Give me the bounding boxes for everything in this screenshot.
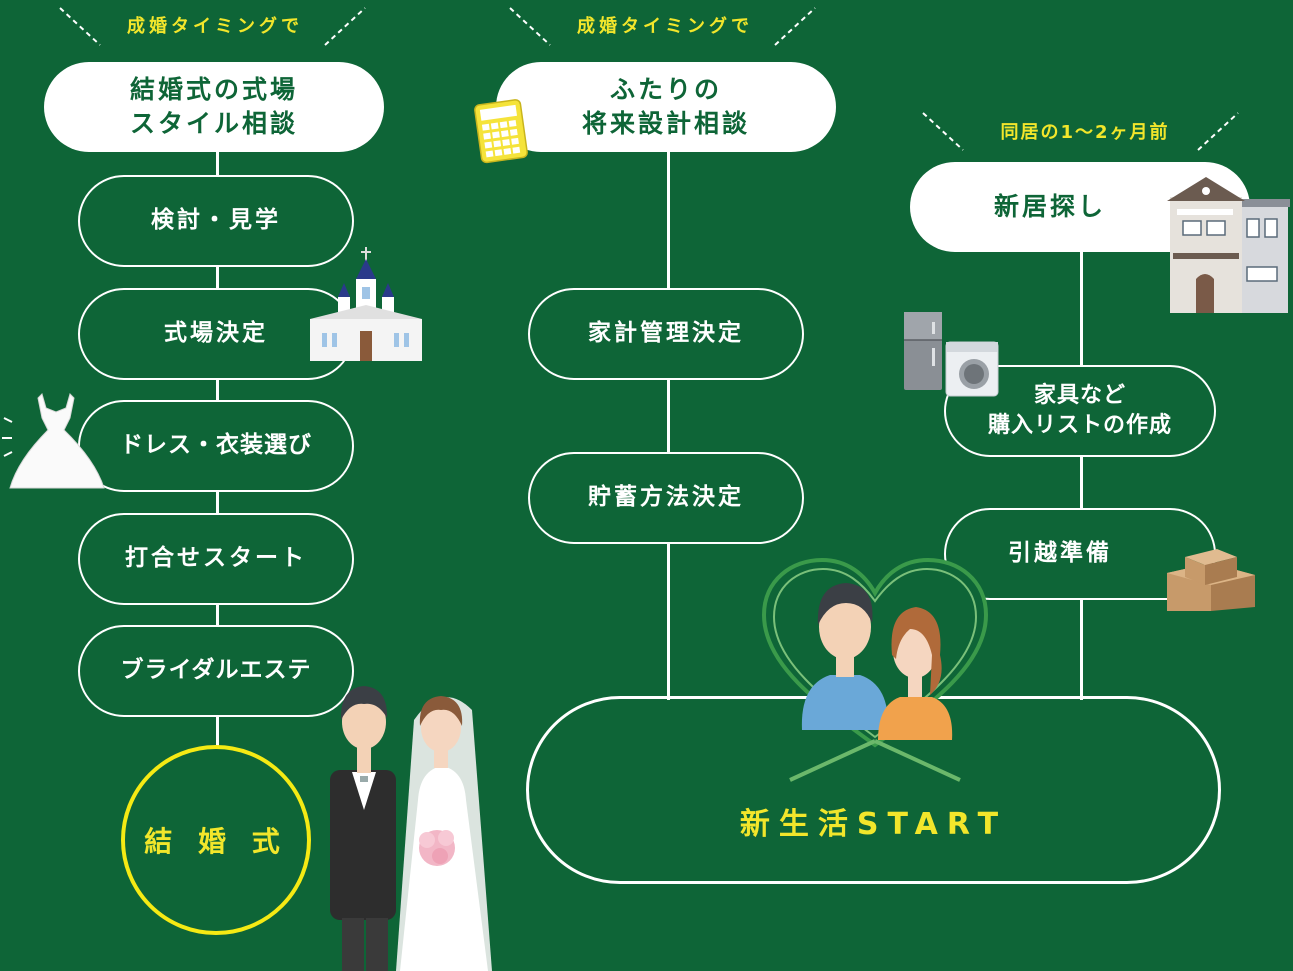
new-life-start-label: 新生活START <box>739 807 1008 842</box>
step-label: 検討・見学 <box>151 207 281 234</box>
title-line: 新居探し <box>993 192 1106 222</box>
step-meeting-start: 打合せスタート <box>78 513 354 605</box>
title-line: 将来設計相談 <box>581 109 750 138</box>
title-pill-venue-consultation: 結婚式の式場 スタイル相談 <box>44 62 384 152</box>
step-label: ブライダルエステ <box>120 657 312 684</box>
house-icon <box>1167 177 1290 313</box>
calculator-icon <box>474 99 528 164</box>
step-bridal-esthetics: ブライダルエステ <box>78 625 354 717</box>
step-label: 式場決定 <box>164 320 268 347</box>
fridge-icon <box>904 312 942 390</box>
washing-machine-icon <box>945 341 999 397</box>
step-label: 貯蓄方法決定 <box>588 484 744 511</box>
header-dash-icon <box>509 7 816 46</box>
step-dress-selection: ドレス・衣装選び <box>78 400 354 492</box>
title-line: 結婚式の式場 <box>129 75 298 105</box>
header-dash-icon <box>922 112 1239 151</box>
column-header: 成婚タイミングで <box>127 16 303 37</box>
column-header: 同居の1〜2ヶ月前 <box>1000 122 1170 143</box>
step-label: 購入リストの作成 <box>987 413 1172 438</box>
step-savings-method: 貯蓄方法決定 <box>528 452 804 544</box>
step-label: 引越準備 <box>1008 540 1112 567</box>
step-consider-visit: 検討・見学 <box>78 175 354 267</box>
wedding-goal-label: 結 婚 式 <box>144 825 288 858</box>
column-header: 成婚タイミングで <box>577 16 753 37</box>
step-venue-decision: 式場決定 <box>78 288 354 380</box>
boxes-icon <box>1167 549 1255 611</box>
title-line: ふたりの <box>609 75 722 105</box>
step-label: 家具など <box>1033 383 1126 409</box>
bride-groom-illustration <box>330 686 492 971</box>
step-label: 打合せスタート <box>125 545 307 572</box>
title-pill-future-planning: ふたりの 将来設計相談 <box>496 62 836 152</box>
step-label: 家計管理決定 <box>588 320 744 347</box>
chapel-icon <box>310 247 422 361</box>
connector-line-middle <box>667 140 670 700</box>
title-line: スタイル相談 <box>129 109 298 138</box>
connector-line-right <box>1080 240 1083 700</box>
step-label: ドレス・衣装選び <box>120 432 312 459</box>
header-dash-icon <box>59 7 366 46</box>
step-household-budget: 家計管理決定 <box>528 288 804 380</box>
couple-heart-illustration <box>761 557 989 782</box>
wedding-goal-circle: 結 婚 式 <box>121 745 311 935</box>
wedding-dress-icon <box>2 393 105 489</box>
